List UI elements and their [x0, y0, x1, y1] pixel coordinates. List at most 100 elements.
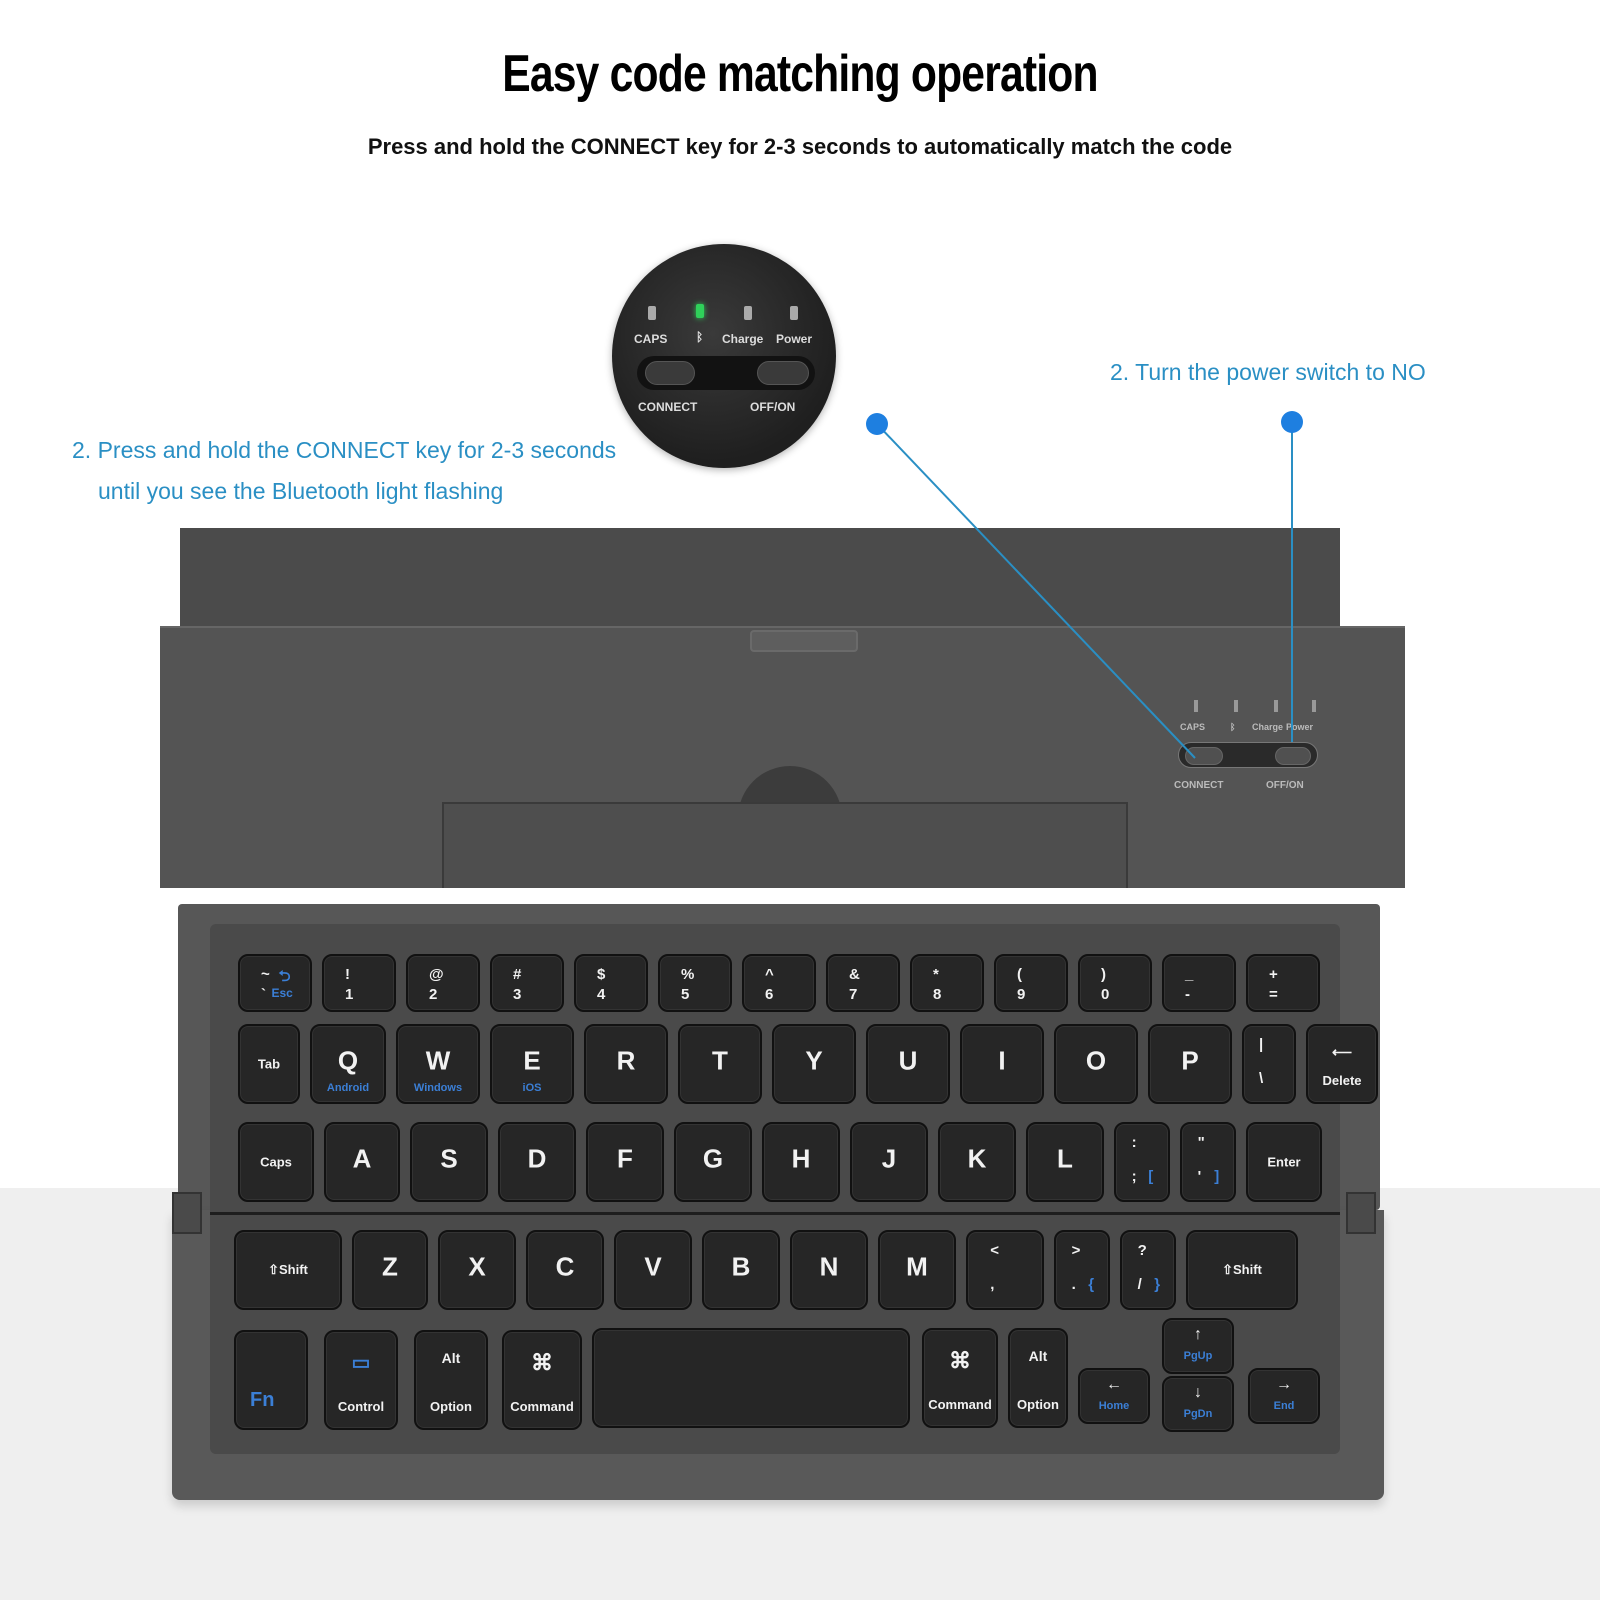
key-legend: `: [261, 986, 266, 1003]
key-u[interactable]: U: [866, 1024, 950, 1104]
key-8[interactable]: *8: [910, 954, 984, 1012]
key-f[interactable]: F: [586, 1122, 664, 1202]
key-g[interactable]: G: [674, 1122, 752, 1202]
key-legend: 8: [933, 986, 942, 1003]
key-shift-legend: ?: [1137, 1242, 1147, 1259]
key-label: Tab: [257, 1056, 281, 1072]
key-os-legend: Android: [326, 1082, 370, 1094]
key-6[interactable]: ^6: [742, 954, 816, 1012]
key-space[interactable]: [592, 1328, 910, 1428]
key-v[interactable]: V: [614, 1230, 692, 1310]
key-legend: C: [555, 1251, 575, 1282]
key-fn-legend: [: [1148, 1168, 1154, 1185]
key-symbol[interactable]: +=: [1246, 954, 1320, 1012]
key-symbol[interactable]: :;[: [1114, 1122, 1170, 1202]
key-pgdn[interactable]: ↓PgDn: [1162, 1376, 1234, 1432]
key-legend: 6: [765, 986, 774, 1003]
key-j[interactable]: J: [850, 1122, 928, 1202]
key-symbol[interactable]: <,: [966, 1230, 1044, 1310]
key-p[interactable]: P: [1148, 1024, 1232, 1104]
key-end[interactable]: →End: [1248, 1368, 1320, 1424]
bluetooth-led-icon: [1234, 700, 1238, 712]
key-legend: B: [731, 1251, 751, 1282]
power-switch[interactable]: [757, 361, 809, 385]
key-1[interactable]: !1: [322, 954, 396, 1012]
charge-led-icon: [744, 306, 752, 320]
key-i[interactable]: I: [960, 1024, 1044, 1104]
key-shift-right[interactable]: ⇧Shift: [1186, 1230, 1298, 1310]
key-x[interactable]: X: [438, 1230, 516, 1310]
switch-track: [637, 356, 815, 390]
key-0[interactable]: )0: [1078, 954, 1152, 1012]
key-command-right[interactable]: ⌘Command: [922, 1328, 998, 1428]
key-esc[interactable]: ~`⮌Esc: [238, 954, 312, 1012]
key-caps[interactable]: Caps: [238, 1122, 314, 1202]
key-shift-legend: *: [933, 966, 939, 983]
key-b[interactable]: B: [702, 1230, 780, 1310]
bluetooth-icon: ᛒ: [696, 330, 704, 344]
key-legend: F: [617, 1143, 633, 1174]
key-symbol[interactable]: _-: [1162, 954, 1236, 1012]
power-switch[interactable]: [1275, 747, 1311, 765]
key-7[interactable]: &7: [826, 954, 900, 1012]
key-fn[interactable]: Fn: [234, 1330, 308, 1430]
charge-label: Charge: [722, 332, 764, 346]
key-shift-legend: &: [849, 966, 860, 983]
key-command-left[interactable]: ⌘Command: [502, 1330, 582, 1430]
key-c[interactable]: C: [526, 1230, 604, 1310]
key-r[interactable]: R: [584, 1024, 668, 1104]
key-t[interactable]: T: [678, 1024, 762, 1104]
key-legend: J: [881, 1143, 897, 1174]
key-enter[interactable]: Enter: [1246, 1122, 1322, 1202]
key-control[interactable]: ▭Control: [324, 1330, 398, 1430]
key-4[interactable]: $4: [574, 954, 648, 1012]
key-shift-legend: _: [1185, 966, 1194, 983]
key-y[interactable]: Y: [772, 1024, 856, 1104]
key-shift-legend: @: [429, 966, 444, 983]
connect-button[interactable]: [1185, 747, 1223, 765]
caps-led-icon: [648, 306, 656, 320]
key-symbol[interactable]: ?/}: [1120, 1230, 1176, 1310]
key-pgup[interactable]: ↑PgUp: [1162, 1318, 1234, 1374]
key-9[interactable]: (9: [994, 954, 1068, 1012]
key-d[interactable]: D: [498, 1122, 576, 1202]
key-symbol[interactable]: |\: [1242, 1024, 1296, 1104]
key-legend: 3: [513, 986, 522, 1003]
key-shift-left[interactable]: ⇧Shift: [234, 1230, 342, 1310]
key-k[interactable]: K: [938, 1122, 1016, 1202]
key-tab[interactable]: Tab: [238, 1024, 300, 1104]
back-arrow-icon: ⮌: [278, 968, 291, 985]
key-label: ⇧Shift: [1222, 1262, 1262, 1277]
key-home[interactable]: ←Home: [1078, 1368, 1150, 1424]
key-h[interactable]: H: [762, 1122, 840, 1202]
key-symbol[interactable]: "']: [1180, 1122, 1236, 1202]
key-legend: H: [791, 1143, 811, 1174]
key-z[interactable]: Z: [352, 1230, 428, 1310]
key-l[interactable]: L: [1026, 1122, 1104, 1202]
key-symbol[interactable]: ⟵Delete: [1306, 1024, 1378, 1104]
bluetooth-led-icon: [696, 304, 704, 318]
connect-button[interactable]: [645, 361, 695, 385]
key-2[interactable]: @2: [406, 954, 480, 1012]
key-symbol[interactable]: >.{: [1054, 1230, 1110, 1310]
key-legend: V: [644, 1251, 662, 1282]
key-shift-legend: ^: [765, 966, 774, 983]
key-o[interactable]: O: [1054, 1024, 1138, 1104]
switch-track: [1178, 742, 1318, 768]
key-n[interactable]: N: [790, 1230, 868, 1310]
key-a[interactable]: A: [324, 1122, 400, 1202]
key-s[interactable]: S: [410, 1122, 488, 1202]
callout-dot-power: [1281, 411, 1303, 433]
key-label: Option: [430, 1399, 472, 1414]
key-3[interactable]: #3: [490, 954, 564, 1012]
switch-label: OFF/ON: [1266, 780, 1304, 791]
key-5[interactable]: %5: [658, 954, 732, 1012]
switch-label: OFF/ON: [750, 400, 796, 414]
key-legend: .: [1071, 1276, 1076, 1293]
key-m[interactable]: M: [878, 1230, 956, 1310]
